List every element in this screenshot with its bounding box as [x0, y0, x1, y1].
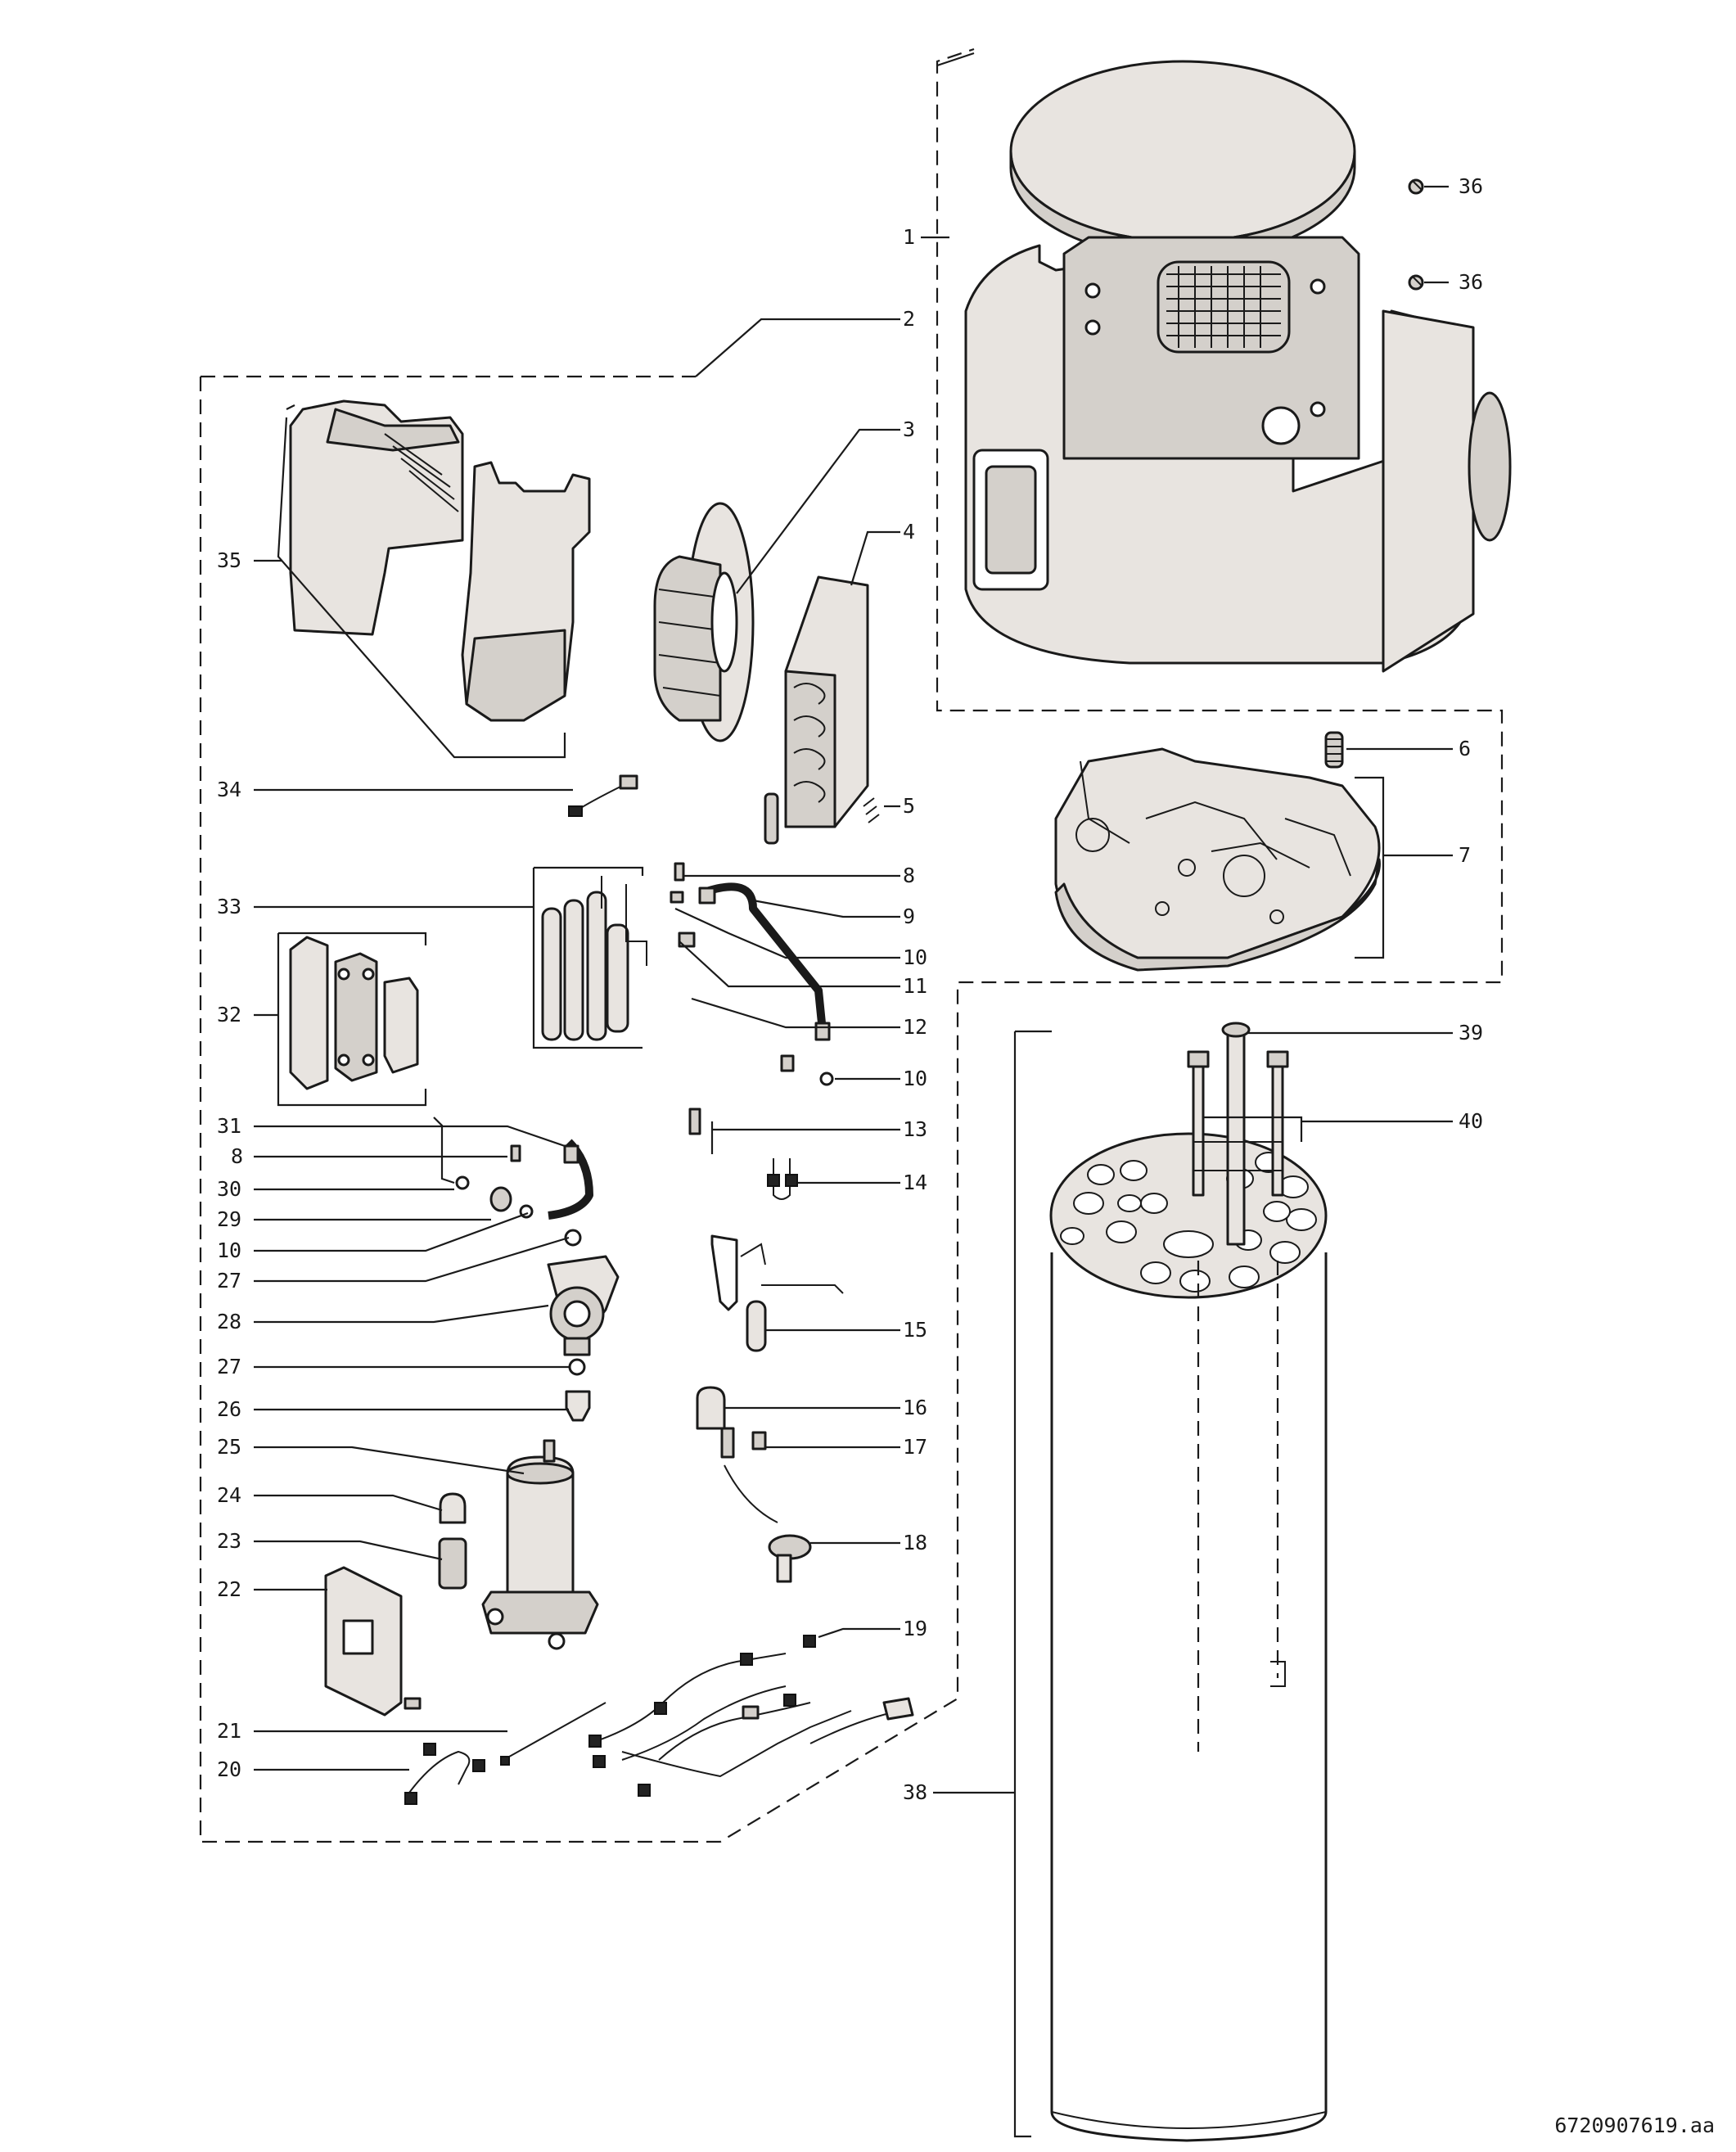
- callout-30: 30: [217, 1177, 241, 1201]
- callout-7: 7: [1459, 843, 1471, 867]
- callout-29: 29: [217, 1207, 241, 1231]
- callout-19: 19: [903, 1617, 927, 1640]
- part-wiring-harness: [404, 1635, 914, 1805]
- callout-15: 15: [903, 1318, 927, 1342]
- callout-23: 23: [217, 1529, 241, 1553]
- callout-35: 35: [217, 548, 241, 572]
- pipes: [455, 862, 834, 1247]
- callout-22: 22: [217, 1577, 241, 1601]
- part-water-tank: [1049, 1022, 1328, 2142]
- callout-27: 27: [217, 1355, 241, 1378]
- callout-40: 40: [1459, 1109, 1483, 1133]
- callout-21: 21: [217, 1719, 241, 1743]
- screw-36-bottom: [1408, 274, 1424, 291]
- part-compressor: [438, 1439, 599, 1650]
- callout-36: 36: [1459, 270, 1483, 294]
- part-heat-exchanger: [277, 932, 455, 1184]
- callout-2: 2: [903, 307, 915, 331]
- callout-labels: 1 2 3 4 5 6 7 8 8 9 10 10 10 11 12 13 14…: [217, 174, 1483, 1804]
- spring-icon: [1324, 731, 1344, 769]
- callout-8: 8: [903, 864, 915, 887]
- callout-31: 31: [217, 1114, 241, 1138]
- callout-38: 38: [903, 1780, 927, 1804]
- callout-16: 16: [903, 1396, 927, 1419]
- callout-9: 9: [903, 905, 915, 928]
- callout-10: 10: [217, 1238, 241, 1262]
- callout-13: 13: [903, 1117, 927, 1141]
- screw-icon: [863, 797, 880, 823]
- callout-10: 10: [903, 1067, 927, 1090]
- part-connector-34: [568, 774, 638, 817]
- callout-8: 8: [231, 1144, 243, 1168]
- part-control-unit: [324, 1566, 422, 1717]
- callout-3: 3: [903, 417, 915, 441]
- callout-39: 39: [1459, 1021, 1483, 1044]
- callout-14: 14: [903, 1171, 927, 1194]
- callout-12: 12: [903, 1015, 927, 1039]
- callout-4: 4: [903, 520, 915, 544]
- callout-34: 34: [217, 778, 241, 801]
- part-evaporator: [764, 575, 880, 845]
- callout-27: 27: [217, 1269, 241, 1293]
- callout-20: 20: [217, 1757, 241, 1781]
- callout-32: 32: [217, 1003, 241, 1026]
- drawing-reference: 6720907619.aa: [1554, 2114, 1715, 2137]
- callout-11: 11: [903, 974, 927, 998]
- callout-26: 26: [217, 1397, 241, 1421]
- leader-lines: [254, 185, 1453, 2138]
- part-upper-housing: [936, 52, 1512, 673]
- callout-10: 10: [903, 945, 927, 969]
- callout-25: 25: [217, 1435, 241, 1459]
- callout-1: 1: [903, 225, 915, 249]
- callout-33: 33: [217, 895, 241, 918]
- part-fan-housing: [277, 399, 591, 759]
- part-fan: [653, 502, 755, 742]
- callout-6: 6: [1459, 737, 1471, 760]
- callout-17: 17: [903, 1435, 927, 1459]
- part-insulation-set: [532, 866, 647, 1049]
- callout-5: 5: [903, 794, 915, 818]
- part-base-plate: [1054, 731, 1381, 972]
- group-outlines: [199, 47, 1504, 1843]
- part-pump: [547, 1255, 620, 1422]
- callout-24: 24: [217, 1483, 241, 1507]
- callout-36: 36: [1459, 174, 1483, 198]
- callout-28: 28: [217, 1310, 241, 1333]
- screw-36-top: [1408, 178, 1424, 195]
- callout-18: 18: [903, 1531, 927, 1554]
- part-valves: [688, 1108, 844, 1583]
